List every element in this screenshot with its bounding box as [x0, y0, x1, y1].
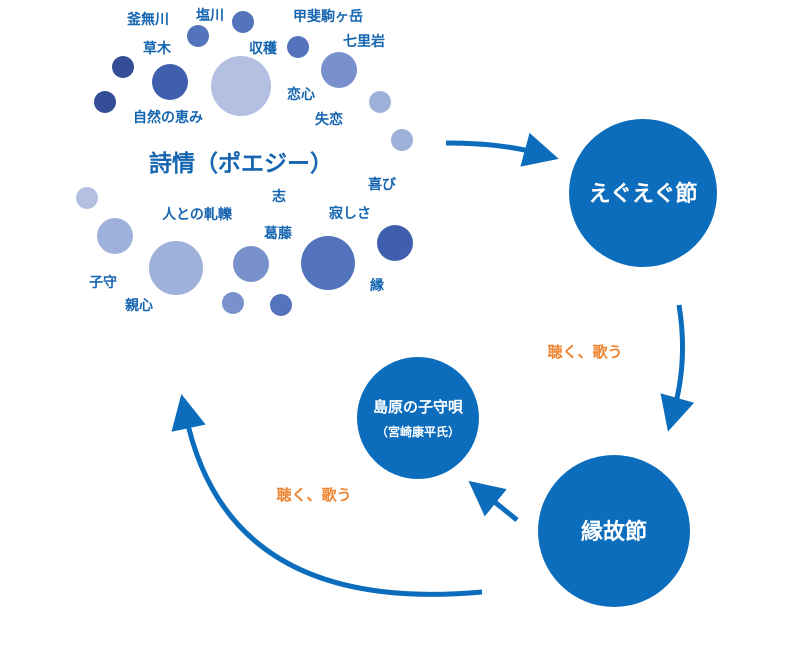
keyword-katto: 葛藤 — [263, 225, 293, 242]
bubble — [321, 52, 357, 88]
node-engi: 縁故節 — [538, 455, 690, 607]
cluster-center-label: 詩情（ポエジー） — [149, 150, 333, 177]
keyword-kusaki: 草木 — [143, 40, 172, 57]
bubble — [377, 225, 413, 261]
bubble — [369, 91, 391, 113]
keyword-atsureki: 人との軋轢 — [162, 206, 233, 223]
keyword-group: 釜無川 塩川 甲斐駒ヶ岳 草木 収穫 七里岩 恋心 自然の恵み 失恋 詩情（ポエ… — [89, 7, 397, 314]
bubble — [232, 11, 254, 33]
bubble — [94, 91, 116, 113]
bubble — [97, 218, 133, 254]
bubble — [152, 64, 188, 100]
node-egu-label: えぐえぐ節 — [589, 181, 698, 207]
bubble — [391, 129, 413, 151]
arrow-egu-to-engi — [660, 304, 695, 432]
keyword-shizen: 自然の恵み — [133, 109, 203, 126]
edge-label-listen-sing-2: 聴く、歌う — [276, 486, 351, 504]
keyword-komori: 子守 — [89, 274, 117, 291]
keyword-en: 縁 — [370, 277, 384, 294]
bubble-group — [76, 11, 413, 316]
node-engi-label: 縁故節 — [581, 519, 647, 545]
node-egu: えぐえぐ節 — [569, 119, 717, 267]
node-shimabara-label: 島原の子守唄 — [373, 398, 463, 416]
keyword-shiokawa: 塩川 — [196, 7, 224, 24]
node-egu-circle — [569, 119, 717, 267]
bubble — [270, 294, 292, 316]
keyword-shichiriiwa: 七里岩 — [343, 33, 385, 50]
node-shimabara-sub: （宮崎康平氏） — [376, 424, 460, 439]
node-shimabara-circle — [357, 357, 479, 479]
edge-label-listen-sing-1: 聴く、歌う — [547, 343, 622, 361]
keyword-yorokobi: 喜び — [368, 176, 397, 193]
keyword-shukaku: 収穫 — [249, 40, 278, 57]
bubble — [301, 236, 355, 290]
node-engi-circle — [538, 455, 690, 607]
bubble — [222, 292, 244, 314]
node-shimabara: 島原の子守唄 （宮崎康平氏） — [357, 357, 479, 479]
keyword-shitsuren: 失恋 — [315, 111, 343, 128]
keyword-koigokoro: 恋心 — [287, 86, 315, 103]
keyword-kaikoma: 甲斐駒ヶ岳 — [293, 8, 363, 25]
arrow-engi-to-cluster — [171, 393, 483, 597]
bubble — [149, 241, 203, 295]
bubble — [112, 56, 134, 78]
bubble — [287, 36, 309, 58]
keyword-oyagokoro: 親心 — [125, 297, 153, 314]
keyword-kamanashi: 釜無川 — [126, 11, 169, 28]
keyword-kokorozashi: 志 — [272, 188, 286, 205]
bubble — [76, 187, 98, 209]
arrow-engi-to-shimabara — [468, 480, 519, 522]
bubble — [233, 246, 269, 282]
arrow-cluster-to-egu — [445, 132, 559, 167]
bubble — [211, 56, 271, 116]
bubble — [187, 25, 209, 47]
keyword-sabishisa: 寂しさ — [329, 205, 371, 222]
